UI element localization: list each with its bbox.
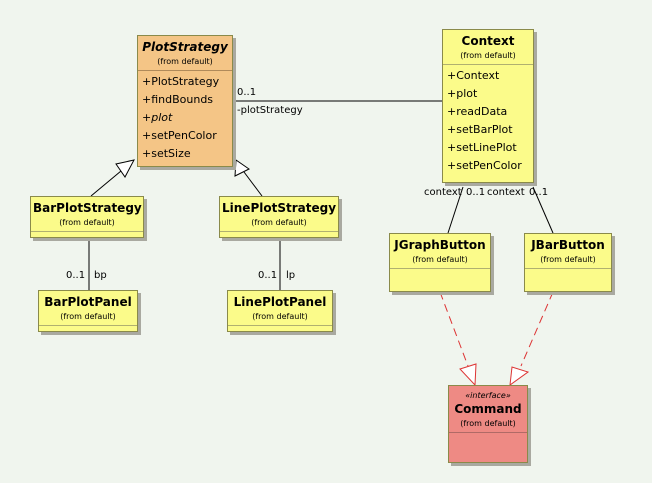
class-name: LinePlotPanel [233,295,327,309]
association-context-jgraph [447,186,464,234]
operation-item: +setLinePlot [447,141,517,154]
class-name: BarPlotPanel [44,295,132,309]
class-plotstrategy[interactable]: PlotStrategy (from default) +PlotStrateg… [137,35,233,167]
class-lineplotstrategy[interactable]: LinePlotStrategy (from default) [219,196,339,238]
realization-jbar-line [520,291,554,367]
class-name: PlotStrategy [142,40,228,54]
package-note: (from default) [157,57,213,66]
package-note: (from default) [252,312,308,321]
generalization-line-arrowhead [234,159,250,177]
stereotype-label: «interface» [465,391,511,400]
class-barplotpanel[interactable]: BarPlotPanel (from default) [38,290,138,332]
realization-jgraph-line [439,291,469,367]
realization-jgraph-arrowhead [459,363,477,387]
class-name: Context [461,34,515,48]
role-context-jgraph: context [424,187,462,198]
class-barplotstrategy[interactable]: BarPlotStrategy (from default) [30,196,144,238]
generalization-bar-arrowhead [115,159,135,178]
multiplicity-line-panel: 0..1 [258,270,278,281]
multiplicity-context-jgraph: 0..1 [466,187,486,198]
package-note: (from default) [460,51,516,60]
package-note: (from default) [59,218,115,227]
multiplicity-bar-panel: 0..1 [66,270,86,281]
package-note: (from default) [412,255,468,264]
package-note: (from default) [60,312,116,321]
operation-item: +findBounds [142,93,214,106]
operation-item: +setSize [142,147,191,160]
class-name: JBarButton [531,238,605,252]
class-context[interactable]: Context (from default) +Context +plot +rea… [442,29,534,183]
role-bar-panel: bp [94,270,107,281]
interface-command[interactable]: «interface» Command (from default) [448,385,528,463]
role-plotstrategy: -plotStrategy [237,105,303,116]
operation-item: +plot [447,87,478,100]
package-note: (from default) [540,255,596,264]
operation-item: +setBarPlot [447,123,513,136]
operations-list: +Context +plot +readData +setBarPlot +setLin… [443,65,533,177]
class-name: Command [454,402,522,416]
generalization-line-line [243,171,263,197]
class-jbarbutton[interactable]: JBarButton (from default) [524,233,612,292]
operation-item: +setPenColor [142,129,217,142]
role-context-jbar: context [487,187,525,198]
operations-list: +PlotStrategy +findBounds +plot +setPenColo… [138,71,232,165]
operation-item: +plot [142,111,173,124]
empty-compartment [449,433,527,446]
class-name: BarPlotStrategy [33,201,142,215]
class-name: JGraphButton [394,238,486,252]
multiplicity-context-jbar: 0..1 [529,187,549,198]
empty-compartment [525,269,611,282]
class-lineplotpanel[interactable]: LinePlotPanel (from default) [227,290,333,332]
association-context-jbar [532,186,554,234]
multiplicity-plotstrategy: 0..1 [237,87,257,98]
package-note: (from default) [460,419,516,428]
operation-item: +Context [447,69,500,82]
operation-item: +readData [447,105,508,118]
realization-jbar-arrowhead [509,366,530,387]
generalization-bar-line [90,170,122,197]
empty-compartment [390,269,490,282]
class-name: LinePlotStrategy [222,201,337,215]
class-jgraphbutton[interactable]: JGraphButton (from default) [389,233,491,292]
operation-item: +PlotStrategy [142,75,220,88]
role-line-panel: lp [286,270,296,281]
package-note: (from default) [251,218,307,227]
operation-item: +setPenColor [447,159,522,172]
